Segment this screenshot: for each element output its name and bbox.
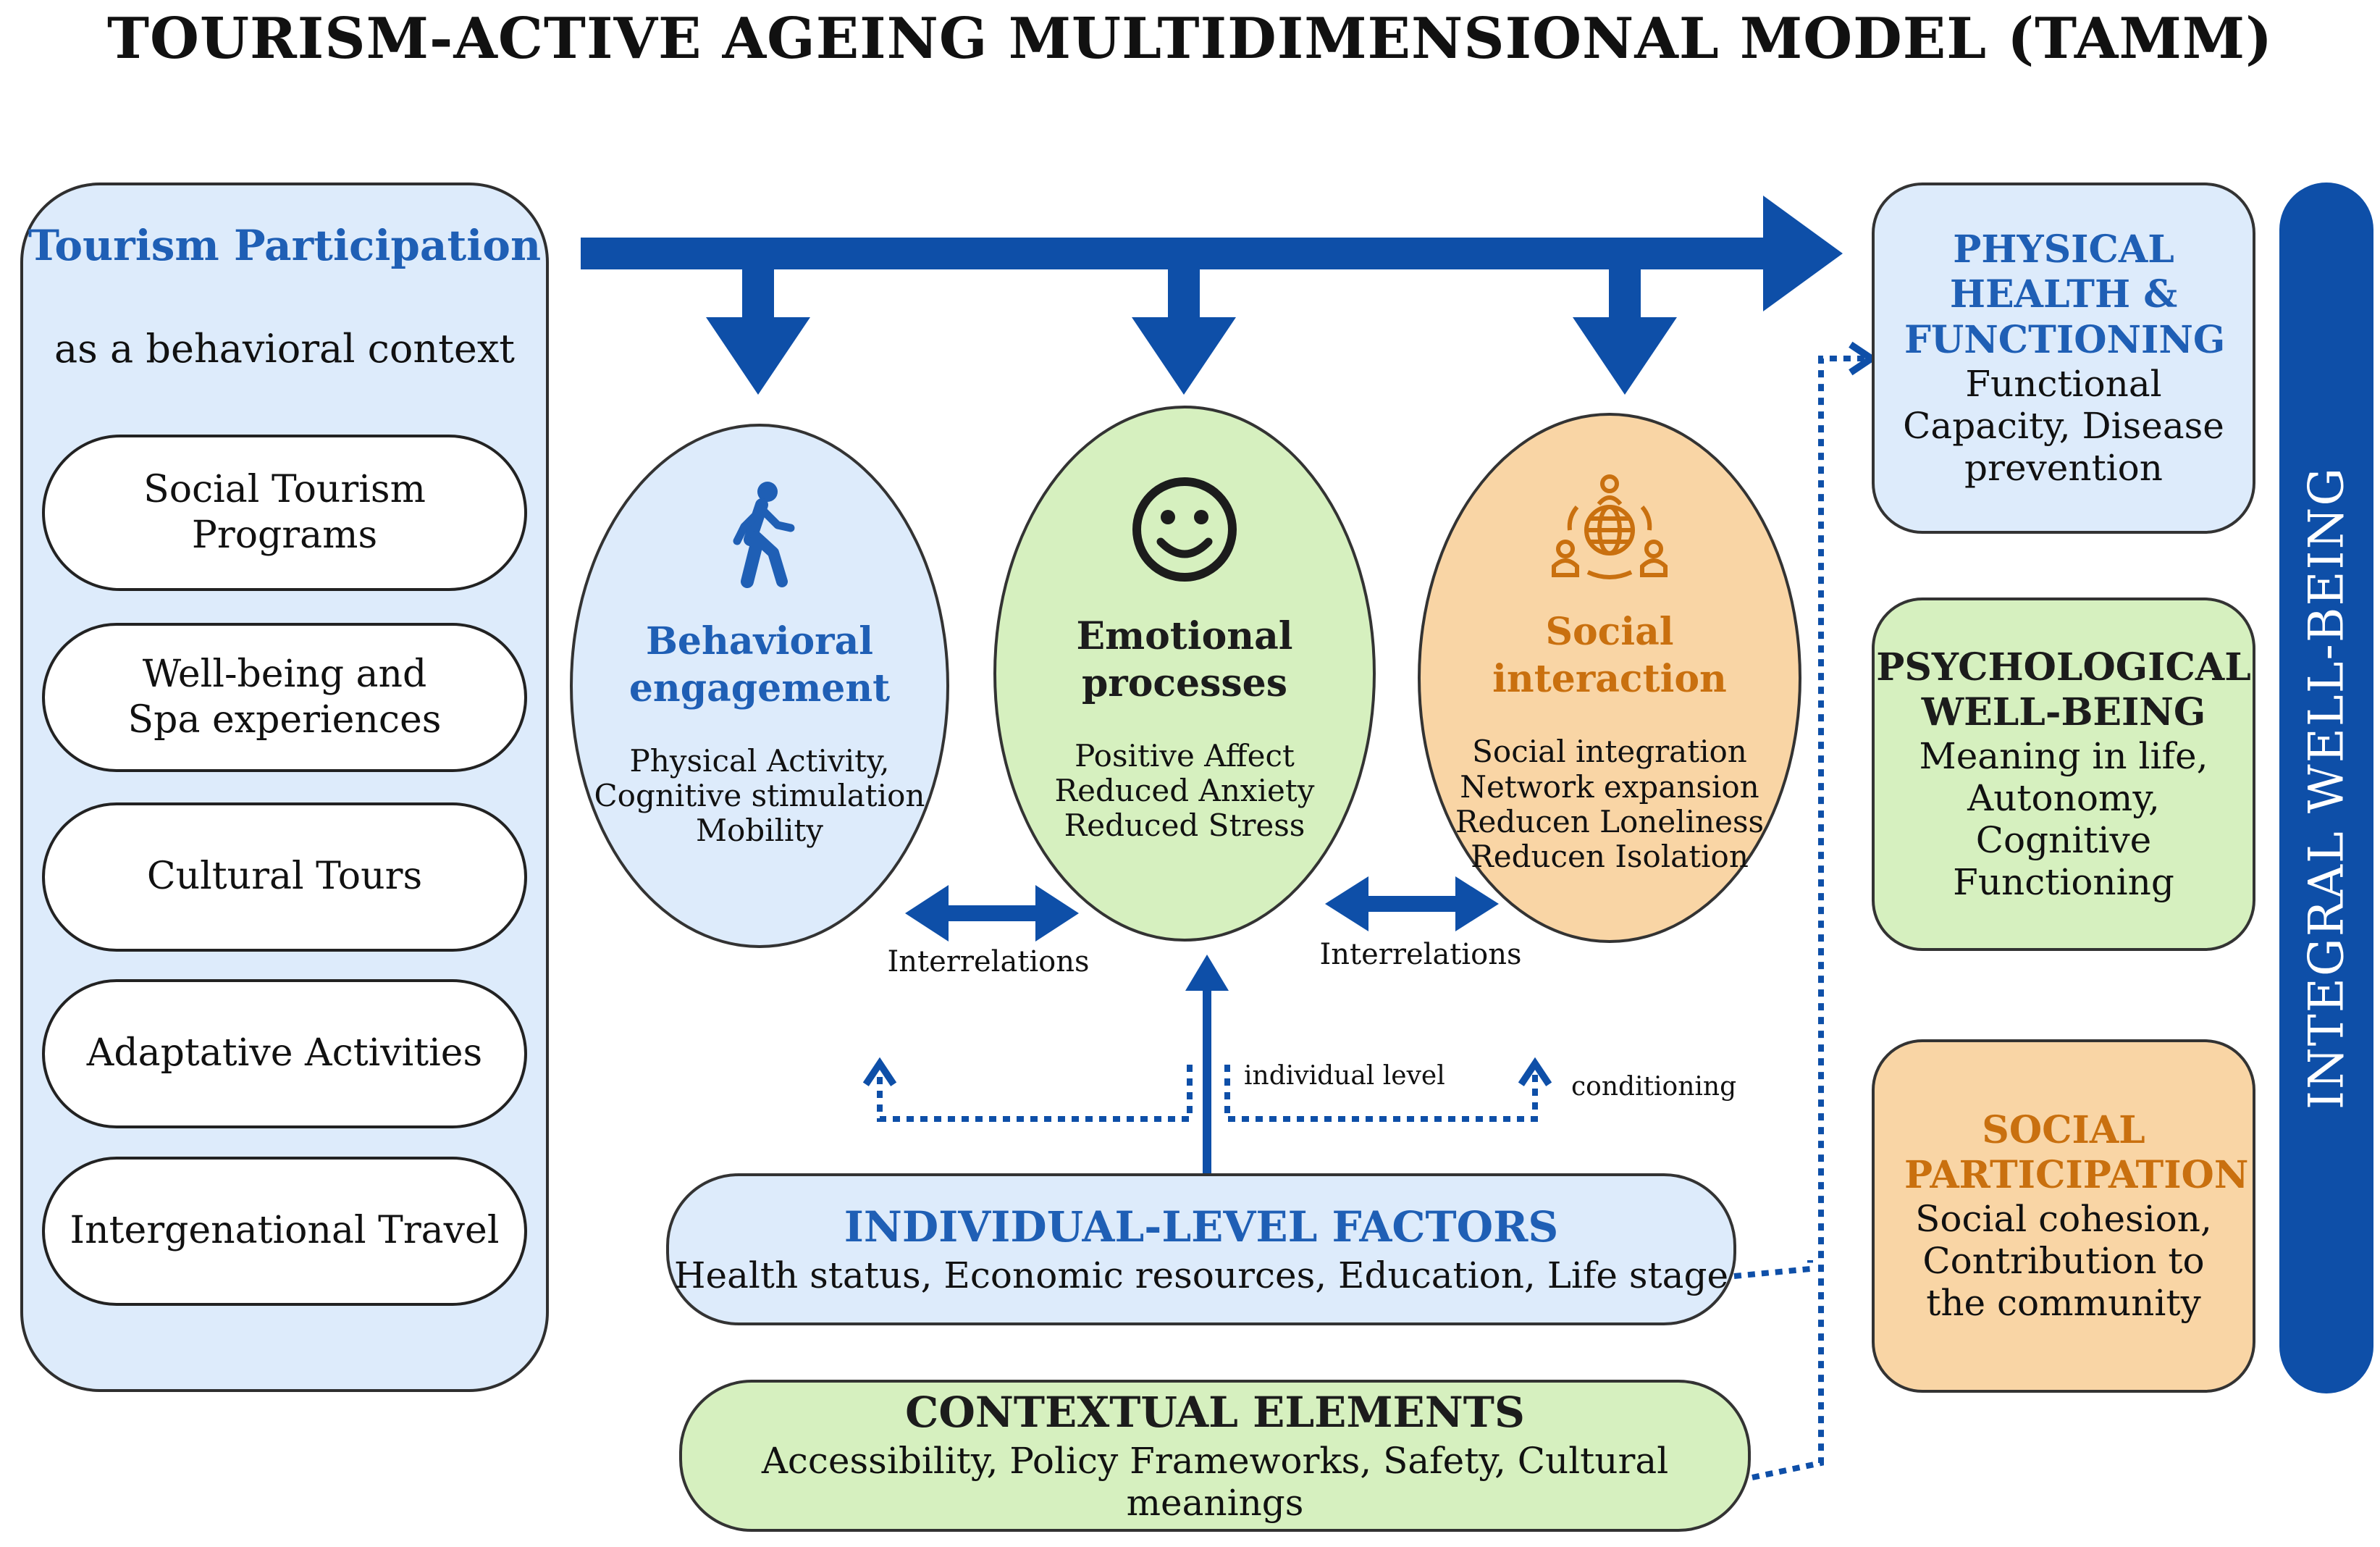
emotional-processes-ellipse: Emotional processes Positive Affect Redu…	[993, 406, 1376, 942]
social-line: Network expansion	[1460, 768, 1759, 805]
tourism-heading: Tourism Participation	[28, 221, 542, 270]
integral-wellbeing-label: INTEGRAL WELL-BEING	[2298, 466, 2355, 1110]
individual-level-factors-box: INDIVIDUAL-LEVEL FACTORS Health status, …	[666, 1173, 1736, 1325]
psychological-wellbeing-box: PSYCHOLOGICAL WELL-BEING Meaning in life…	[1872, 598, 2255, 951]
contextual-elements-box: CONTEXTUAL ELEMENTS Accessibility, Polic…	[679, 1380, 1751, 1532]
behavioral-line: Physical Activity,	[629, 742, 890, 779]
contextual-body: Accessibility, Policy Frameworks, Safety…	[761, 1440, 1669, 1524]
behavioral-line: Mobility	[695, 813, 824, 849]
down-arrow-behavioral	[706, 268, 810, 395]
behavioral-engagement-ellipse: Behavioral engagement Physical Activity,…	[570, 424, 949, 948]
emotional-details: Positive Affect Reduced Anxiety Reduced …	[1054, 737, 1315, 844]
social-participation-heading: SOCIAL PARTICIPATION	[1904, 1107, 2249, 1197]
emotional-line: Positive Affect	[1075, 737, 1295, 774]
program-item: Adaptative Activities	[42, 979, 527, 1128]
individual-factors-body: Health status, Economic resources, Educa…	[673, 1254, 1729, 1296]
program-item: Well-being and Spa experiences	[42, 623, 527, 772]
down-arrow-emotional	[1132, 268, 1236, 395]
diagram-title: TOURISM-ACTIVE AGEING MULTIDIMENSIONAL M…	[106, 6, 2274, 72]
program-item: Intergenational Travel	[42, 1157, 527, 1306]
dotted-path-left	[862, 1057, 1193, 1122]
dotted-path-contextual	[1752, 341, 1878, 1480]
smiley-face-icon	[1132, 477, 1237, 582]
social-details: Social integration Network expansion Red…	[1455, 734, 1764, 874]
behavioral-heading: Behavioral engagement	[628, 619, 891, 710]
social-line: Reducen Loneliness	[1455, 804, 1765, 839]
people-globe-icon	[1552, 474, 1668, 580]
behavioral-line: Cognitive stimulation	[594, 777, 925, 813]
social-line: Social integration	[1472, 734, 1747, 770]
social-heading: Social interaction	[1492, 610, 1727, 702]
individual-up-arrow	[1185, 955, 1229, 1173]
physical-health-body: Functional Capacity, Disease prevention	[1903, 363, 2224, 490]
individual-level-label: individual level	[1244, 1061, 1445, 1091]
social-line: Reducen Isolation	[1471, 839, 1749, 875]
social-interaction-ellipse: Social interaction Social integration Ne…	[1418, 413, 1801, 943]
emotional-heading: Emotional processes	[1076, 613, 1293, 705]
conditioning-label: conditioning	[1571, 1072, 1737, 1102]
dotted-path-individual	[1733, 1260, 1813, 1279]
dotted-path-right	[1224, 1057, 1552, 1122]
individual-factors-heading: INDIVIDUAL-LEVEL FACTORS	[844, 1202, 1559, 1252]
emotional-line: Reduced Stress	[1064, 808, 1305, 844]
social-participation-body: Social cohesion, Contribution to the com…	[1915, 1198, 2212, 1325]
program-item: Social Tourism Programs	[42, 435, 527, 591]
behavioral-details: Physical Activity, Cognitive stimulation…	[594, 742, 925, 849]
walking-person-icon	[733, 481, 795, 588]
program-item: Cultural Tours	[42, 802, 527, 952]
physical-health-box: PHYSICAL HEALTH & FUNCTIONING Functional…	[1872, 183, 2255, 534]
psychological-body: Meaning in life, Autonomy, Cognitive Fun…	[1919, 735, 2208, 904]
main-flow-arrow	[581, 196, 1843, 311]
physical-health-heading: PHYSICAL HEALTH & FUNCTIONING	[1904, 227, 2226, 362]
social-participation-box: SOCIAL PARTICIPATION Social cohesion, Co…	[1872, 1039, 2255, 1393]
down-arrow-social	[1573, 268, 1677, 395]
interrelation-arrow-left	[905, 885, 1079, 942]
emotional-line: Reduced Anxiety	[1054, 772, 1315, 808]
psychological-heading: PSYCHOLOGICAL WELL-BEING	[1876, 645, 2251, 734]
tourism-subheading: as a behavioral context	[54, 326, 515, 372]
interrelation-arrow-right	[1325, 876, 1499, 931]
integral-wellbeing-bar	[2279, 183, 2373, 1393]
interrelations-label-left: Interrelations	[887, 945, 1090, 978]
contextual-heading: CONTEXTUAL ELEMENTS	[905, 1388, 1525, 1437]
interrelations-label-right: Interrelations	[1319, 938, 1522, 971]
